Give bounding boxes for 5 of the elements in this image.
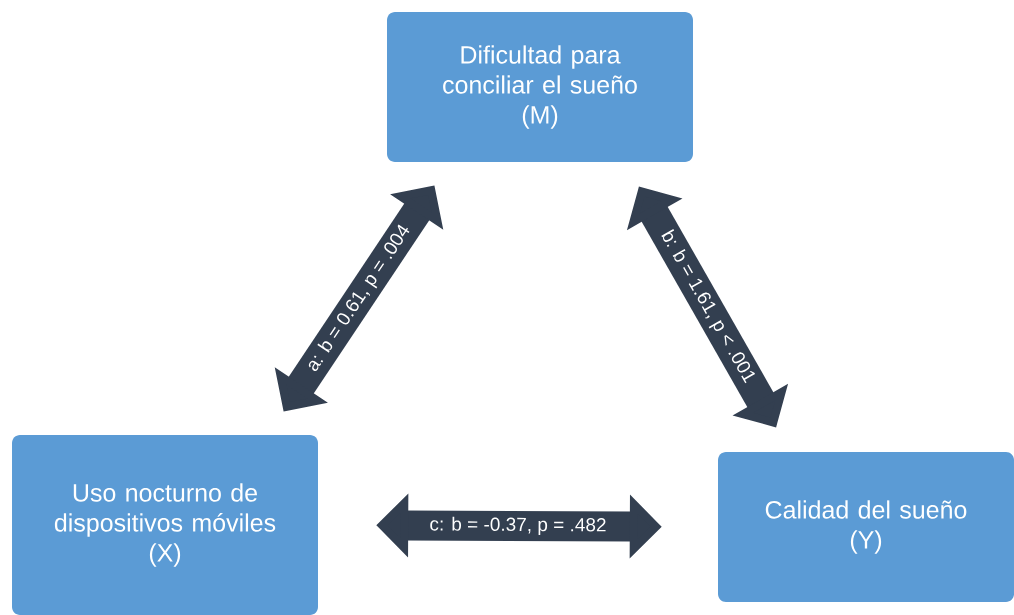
box: Uso nocturno de dispositivos móviles (X) — [12, 435, 318, 615]
edge-label: c: b = -0.37, p = .482 — [430, 516, 606, 535]
edge-label: b: b = 1.61, p < .001 — [661, 229, 756, 384]
box: Calidad del sueño (Y) — [718, 452, 1014, 602]
box: Dificultad para conciliar el sueño (M) — [387, 12, 693, 162]
